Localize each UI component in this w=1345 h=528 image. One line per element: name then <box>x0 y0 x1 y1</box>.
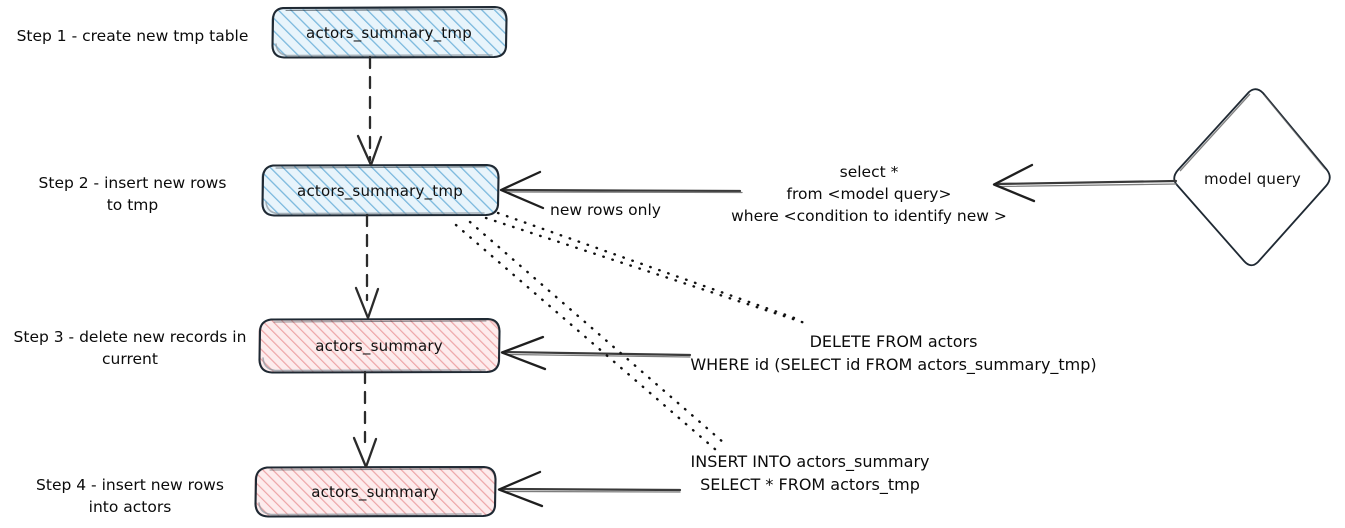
annotation-insert-sql: INSERT INTO actors_summary SELECT * FROM… <box>690 452 930 495</box>
step-label-4: Step 4 - insert new rows into actors <box>36 476 224 517</box>
node-tmp-1-label[interactable]: actors_summary_tmp <box>306 24 472 42</box>
node-summary-2-label[interactable]: actors_summary <box>311 483 439 501</box>
node-model-query-label[interactable]: model query <box>1204 170 1301 188</box>
node-summary-1-label[interactable]: actors_summary <box>315 337 443 355</box>
step-label-1: Step 1 - create new tmp table <box>16 27 249 45</box>
step-label-2: Step 2 - insert new rows to tmp <box>38 174 227 215</box>
annotation-model-query-sql: select * from <model query> where <condi… <box>731 163 1007 225</box>
flow-arrow-2-3 <box>354 213 380 320</box>
dotted-link-to-delete <box>484 211 810 326</box>
flow-arrow-3-4 <box>352 370 378 469</box>
arrow-insert-sql <box>497 470 682 508</box>
annotation-delete-sql: DELETE FROM actors WHERE id (SELECT id F… <box>690 332 1097 375</box>
annotation-new-rows-only: new rows only <box>550 201 661 219</box>
flow-arrow-1-2 <box>356 55 383 167</box>
step-label-3: Step 3 - delete new records in current <box>13 328 247 369</box>
arrow-delete-sql <box>500 335 692 371</box>
arrow-model-query <box>992 163 1178 203</box>
node-tmp-2-label[interactable]: actors_summary_tmp <box>297 181 463 200</box>
